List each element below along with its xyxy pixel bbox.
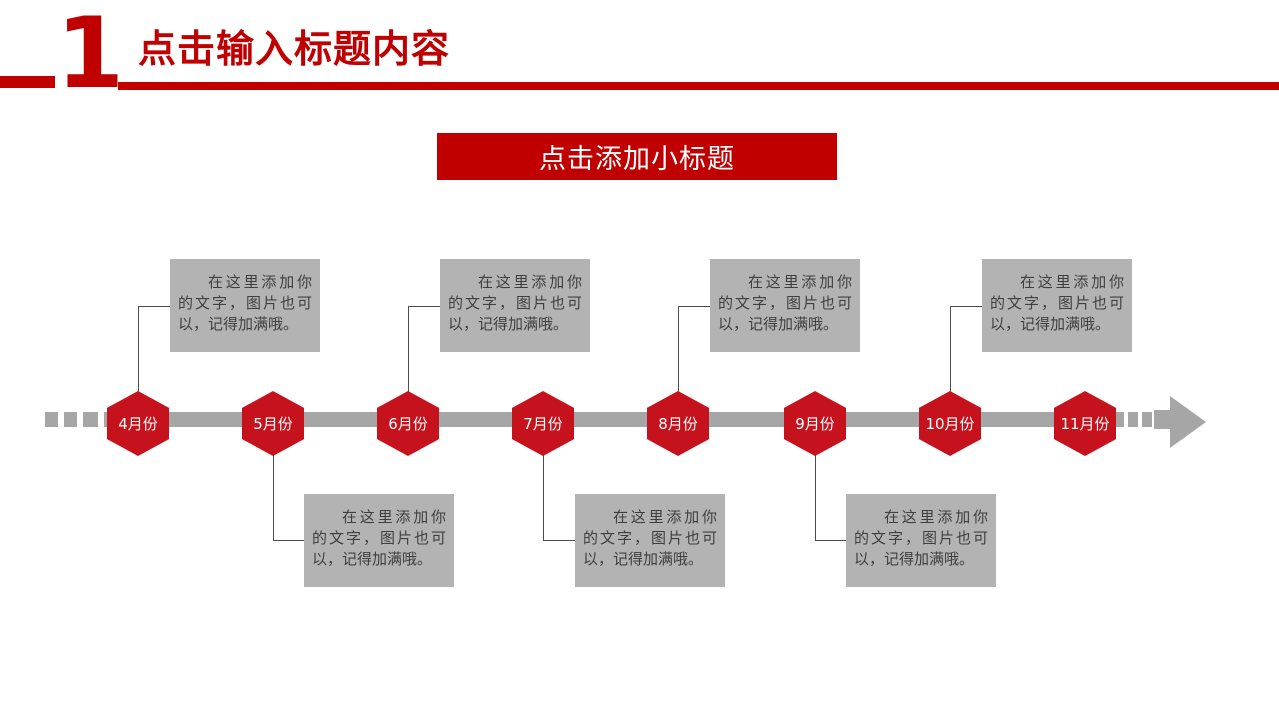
connector-horizontal [543,540,575,541]
timeline-bar [104,412,1124,427]
connector-horizontal [273,540,304,541]
header-left-rule [0,76,55,88]
section-number: 1 [56,0,125,111]
month-label: 6月份 [388,415,428,433]
note-box-september[interactable]: 在这里添加你的文字，图片也可以，记得加满哦。 [846,494,996,587]
timeline-dash [45,412,58,427]
note-text: 在这里添加你的文字，图片也可以，记得加满哦。 [312,508,446,568]
timeline-node-july[interactable]: 7月份 [512,391,574,456]
note-text: 在这里添加你的文字，图片也可以，记得加满哦。 [990,273,1124,333]
month-label: 10月份 [925,415,975,433]
connector-horizontal [950,306,982,307]
timeline-arrow-icon [1170,396,1206,448]
month-label: 5月份 [253,415,293,433]
note-box-october[interactable]: 在这里添加你的文字，图片也可以，记得加满哦。 [982,259,1132,352]
note-box-august[interactable]: 在这里添加你的文字，图片也可以，记得加满哦。 [710,259,860,352]
note-box-may[interactable]: 在这里添加你的文字，图片也可以，记得加满哦。 [304,494,454,587]
connector-horizontal [678,306,710,307]
note-box-june[interactable]: 在这里添加你的文字，图片也可以，记得加满哦。 [440,259,590,352]
timeline-node-may[interactable]: 5月份 [242,391,304,456]
note-text: 在这里添加你的文字，图片也可以，记得加满哦。 [583,508,717,568]
note-text: 在这里添加你的文字，图片也可以，记得加满哦。 [448,273,582,333]
month-label: 4月份 [118,415,158,433]
timeline-dash [64,412,77,427]
connector-vertical [950,306,951,396]
subtitle-banner[interactable]: 点击添加小标题 [437,133,837,180]
connector-horizontal [408,306,440,307]
month-label: 7月份 [523,415,563,433]
timeline-node-april[interactable]: 4月份 [107,391,169,456]
connector-vertical [273,450,274,540]
note-box-april[interactable]: 在这里添加你的文字，图片也可以，记得加满哦。 [170,259,320,352]
note-text: 在这里添加你的文字，图片也可以，记得加满哦。 [718,273,852,333]
note-text: 在这里添加你的文字，图片也可以，记得加满哦。 [178,273,312,333]
connector-vertical [408,306,409,396]
timeline-node-september[interactable]: 9月份 [784,391,846,456]
connector-vertical [678,306,679,396]
month-label: 11月份 [1060,415,1110,433]
page-title[interactable]: 点击输入标题内容 [138,27,451,71]
timeline-node-october[interactable]: 10月份 [919,391,981,456]
note-box-july[interactable]: 在这里添加你的文字，图片也可以，记得加满哦。 [575,494,725,587]
timeline-dash [1142,412,1152,427]
connector-horizontal [815,540,846,541]
timeline-dash [83,412,98,427]
month-label: 9月份 [795,415,835,433]
timeline-node-november[interactable]: 11月份 [1054,391,1116,456]
timeline-arrow-stem [1154,410,1170,429]
timeline-node-june[interactable]: 6月份 [377,391,439,456]
connector-vertical [138,306,139,396]
month-label: 8月份 [658,415,698,433]
subtitle-label: 点击添加小标题 [539,144,735,175]
timeline-dash [1128,412,1138,427]
connector-vertical [543,450,544,540]
timeline-node-august[interactable]: 8月份 [647,391,709,456]
connector-horizontal [138,306,170,307]
note-text: 在这里添加你的文字，图片也可以，记得加满哦。 [854,508,988,568]
connector-vertical [815,450,816,540]
header-underline-rule [118,82,1279,90]
